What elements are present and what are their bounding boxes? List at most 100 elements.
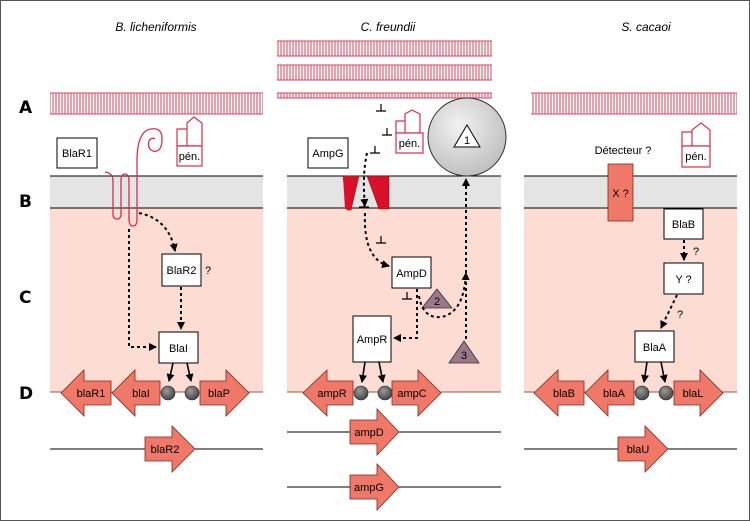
recycling-arrow	[418, 272, 470, 319]
gene-ampg: ampG	[349, 463, 400, 511]
gene-blaa: blaA	[584, 369, 635, 417]
svg-text:blaI: blaI	[132, 388, 150, 400]
panel-b-licheniformis: B. licheniformis BlaR1 pén. BlaR2 ?	[50, 20, 263, 473]
panel-s-cacaoi: S. cacaoi Détecteur ? X ? pén. BlaB ? Y …	[524, 20, 737, 473]
svg-text:3: 3	[461, 350, 467, 362]
signal-arrow	[393, 289, 418, 342]
y-box	[663, 262, 704, 295]
gene-blab: blaB	[533, 369, 585, 417]
gene-blap: blaP	[199, 369, 250, 417]
blar1-box	[56, 137, 98, 169]
x-membrane-protein	[607, 163, 634, 222]
panel-c-freundii: C. freundii AmpG	[277, 20, 507, 511]
binding-arrow	[377, 361, 386, 383]
svg-text:blaU: blaU	[627, 444, 650, 456]
cytoplasm	[50, 208, 263, 392]
gene-blau: blaU	[617, 425, 669, 473]
species-title: B. licheniformis	[115, 20, 196, 34]
signal-arrow	[660, 294, 678, 329]
svg-text:ampD: ampD	[354, 427, 383, 439]
binding-arrow	[185, 362, 194, 382]
ampd-box	[391, 256, 432, 289]
svg-text:ampR: ampR	[317, 388, 346, 400]
membrane	[50, 176, 263, 208]
ampg-label: AmpG	[312, 148, 343, 160]
blaa-label: BlaA	[643, 342, 667, 354]
triangle-1: 1	[453, 124, 481, 148]
gene-blar1: blaR1	[60, 369, 112, 417]
penicillin-label: pén.	[399, 138, 420, 150]
blar2-box	[161, 253, 202, 287]
operator-icon	[160, 385, 176, 401]
signal-arrow	[138, 212, 178, 252]
gene-blar2: blaR2	[144, 425, 196, 473]
cell-wall	[50, 92, 263, 115]
ampr-box	[352, 315, 392, 363]
gene-ampd: ampD	[349, 408, 400, 456]
question-mark: ?	[693, 246, 699, 258]
blar2-label: BlaR2	[167, 265, 197, 277]
blab-label: BlaB	[672, 219, 695, 231]
row-label-a: A	[19, 98, 33, 118]
operator-icon	[634, 385, 650, 401]
operator-icon	[377, 385, 393, 401]
species-title: S. cacaoi	[621, 20, 671, 34]
row-label-d: D	[19, 384, 33, 404]
svg-text:blaL: blaL	[683, 388, 704, 400]
penicillin-label: pén.	[179, 151, 200, 163]
svg-text:2: 2	[434, 296, 440, 308]
species-title: C. freundii	[361, 20, 416, 34]
svg-text:blaA: blaA	[603, 388, 626, 400]
svg-text:blaR1: blaR1	[77, 388, 106, 400]
triangle-3: 3	[448, 340, 480, 364]
question-mark: ?	[205, 265, 211, 277]
muropeptide-icons	[359, 104, 412, 300]
signal-arrow	[363, 212, 390, 269]
penicillin-icon: pén.	[681, 122, 711, 168]
cell-wall	[531, 92, 737, 115]
gene-ampc: ampC	[391, 369, 442, 417]
svg-text:blaP: blaP	[208, 388, 230, 400]
operator-icon	[658, 385, 674, 401]
svg-text:blaB: blaB	[553, 388, 575, 400]
row-label-b: B	[19, 192, 32, 212]
operator-icon	[353, 385, 369, 401]
question-mark: ?	[677, 309, 683, 321]
penicillin-label: pén.	[685, 151, 706, 163]
blaa-box	[634, 330, 675, 363]
x-protein-label: X ?	[612, 188, 629, 200]
ampg-porin-right	[366, 175, 390, 210]
binding-arrow	[641, 361, 649, 383]
detector-label: Détecteur ?	[595, 145, 652, 157]
cytoplasm	[524, 208, 737, 392]
blar1-label: BlaR1	[62, 148, 92, 160]
triangle-2: 2	[421, 288, 453, 309]
blai-label: BlaI	[169, 343, 188, 355]
ampd-label: AmpD	[396, 268, 427, 280]
gene-blai: blaI	[111, 369, 161, 417]
binding-arrow	[166, 362, 175, 382]
gene-blal: blaL	[673, 369, 724, 417]
svg-text:1: 1	[464, 135, 470, 147]
ampr-label: AmpR	[357, 334, 388, 346]
transport-arrow	[360, 152, 369, 207]
binding-arrow	[659, 361, 668, 383]
blai-box	[158, 331, 199, 364]
penicillin-icon: pén.	[395, 109, 424, 154]
cytoplasm	[287, 208, 501, 392]
gene-ampr: ampR	[302, 369, 354, 417]
membrane	[287, 176, 501, 208]
operator-icon	[184, 385, 200, 401]
binding-arrow	[359, 361, 367, 383]
svg-text:blaR2: blaR2	[151, 444, 180, 456]
outer-cell-wall	[277, 40, 492, 99]
blab-box	[663, 208, 704, 240]
row-label-c: C	[19, 288, 31, 308]
ampg-box	[307, 137, 349, 169]
penicillin-icon: pén.	[176, 116, 203, 167]
svg-text:ampG: ampG	[354, 482, 384, 494]
blar1-transmembrane-icon	[104, 128, 163, 227]
y-label: Y ?	[675, 274, 691, 286]
